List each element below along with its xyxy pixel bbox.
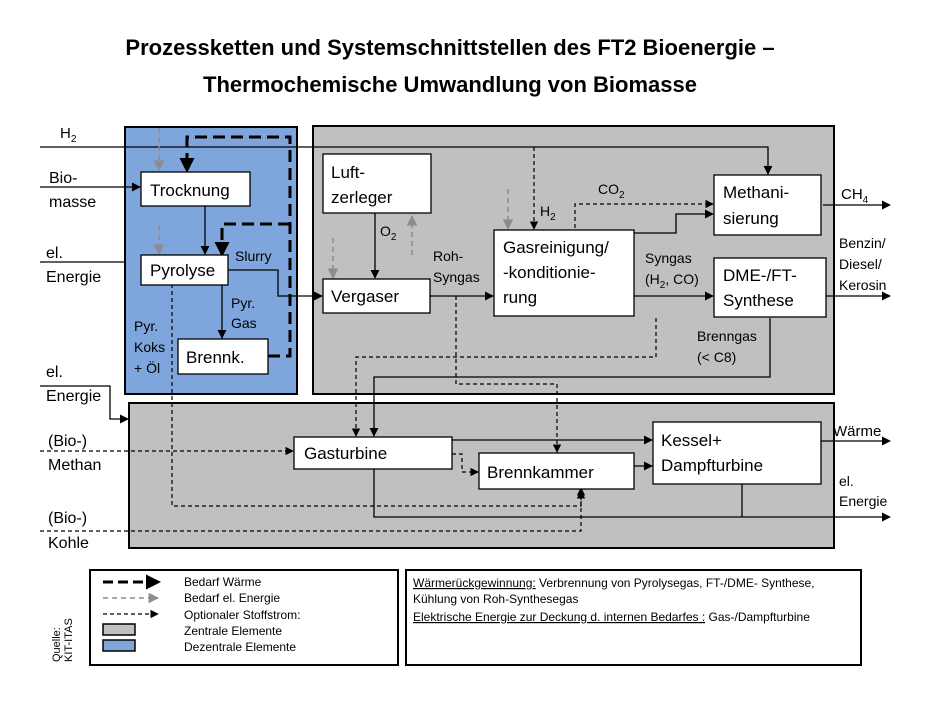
legend-box	[89, 569, 399, 666]
kessel-label-2: Dampfturbine	[661, 456, 763, 475]
el-energie-label-1b: Energie	[46, 269, 101, 286]
dme-ft-synthese-box	[713, 257, 827, 318]
gasreinigung-label-2: -konditionie-	[503, 263, 596, 282]
bio-methan-label-2: Methan	[48, 457, 101, 474]
syngas-label-2: (H2, CO)	[645, 271, 699, 291]
luftzerleger-box	[322, 153, 432, 214]
h2-mid-label: H2	[540, 203, 556, 223]
brennkammer-box	[478, 452, 635, 490]
svg-text:KIT-ITAS: KIT-ITAS	[63, 618, 75, 662]
bio-kohle-label-1: (Bio-)	[48, 510, 87, 527]
legend-heat-label: Bedarf Wärme	[184, 575, 262, 589]
vergaser-box	[322, 278, 431, 314]
benzin-label-2: Diesel/	[839, 256, 882, 272]
slurry-label: Slurry	[235, 248, 272, 264]
kessel-dampfturbine-box	[652, 421, 822, 485]
el-energie-out-label-1: el.	[839, 473, 854, 489]
gasreinigung-label-1: Gasreinigung/	[503, 238, 609, 257]
pyrolyse-box	[140, 254, 229, 286]
brennkammer-label: Brennkammer	[487, 463, 594, 482]
notes-line-1: Wärmerückgewinnung: Verbrennung von Pyro…	[413, 576, 815, 590]
methanisierung-label-2: sierung	[723, 209, 779, 228]
pyr-gas-label-2: Gas	[231, 315, 257, 331]
brennk-box	[177, 338, 269, 375]
gasturbine-box	[293, 436, 453, 470]
pyr-koks-label-2: Koks	[134, 339, 165, 355]
brenngas-label-2: (< C8)	[697, 349, 736, 365]
vergaser-label: Vergaser	[331, 287, 399, 306]
co2-label: CO2	[598, 181, 625, 201]
flow-lines	[40, 146, 891, 522]
waerme-label: Wärme	[833, 423, 881, 440]
el-energie-label-2b: Energie	[46, 388, 101, 405]
synthese-label-1: DME-/FT-	[723, 266, 797, 285]
roh-syngas-label-2: Syngas	[433, 269, 480, 285]
methanisierung-label-1: Methani-	[723, 183, 789, 202]
svg-text:Quelle:: Quelle:	[51, 627, 63, 662]
brennk-label: Brennk.	[186, 348, 245, 367]
roh-syngas-label-1: Roh-	[433, 248, 464, 264]
legend-central-label: Zentrale Elemente	[184, 624, 282, 638]
luftzerleger-label-1: Luft-	[331, 163, 365, 182]
notes-box	[405, 569, 862, 666]
title-line-1: Prozessketten und Systemschnittstellen d…	[125, 35, 774, 60]
benzin-label-3: Kerosin	[839, 277, 886, 293]
gasreinigung-label-3: rung	[503, 288, 537, 307]
bio-methan-label-1: (Bio-)	[48, 433, 87, 450]
ch4-label: CH4	[841, 186, 869, 206]
syngas-label-1: Syngas	[645, 250, 692, 266]
o2-label: O2	[380, 223, 397, 243]
legend-decentral-label: Dezentrale Elemente	[184, 640, 296, 654]
luftzerleger-label-2: zerleger	[331, 188, 393, 207]
pyr-koks-label-1: Pyr.	[134, 318, 158, 334]
biomasse-label-2: masse	[49, 194, 96, 211]
legend: Bedarf Wärme Bedarf el. Energie Optional…	[102, 574, 301, 654]
benzin-label-1: Benzin/	[839, 235, 886, 251]
el-energie-label-2a: el.	[46, 364, 63, 381]
heat-demand-lines	[179, 135, 292, 358]
el-energie-out-label-2: Energie	[839, 493, 887, 509]
methanisierung-box	[713, 174, 822, 236]
notes: Wärmerückgewinnung: Verbrennung von Pyro…	[413, 576, 815, 624]
brenngas-label-1: Brenngas	[697, 328, 757, 344]
gasreinigung-box	[493, 229, 635, 317]
synthese-label-2: Synthese	[723, 291, 794, 310]
legend-optional-label: Optionaler Stoffstrom:	[184, 608, 301, 622]
bio-kohle-label-2: Kohle	[48, 535, 89, 552]
gasturbine-label: Gasturbine	[304, 444, 387, 463]
biomasse-label-1: Bio-	[49, 170, 77, 187]
legend-central-swatch	[102, 623, 136, 636]
pyrolyse-label: Pyrolyse	[150, 261, 215, 280]
notes-line-2: Kühlung von Roh-Synthesegas	[413, 592, 578, 606]
trocknung-box	[140, 171, 251, 207]
electricity-demand-lines	[153, 128, 514, 280]
el-energie-label-1a: el.	[46, 245, 63, 262]
optional-flow-lines	[40, 147, 714, 532]
notes-line-3: Elektrische Energie zur Deckung d. inter…	[413, 610, 810, 624]
kessel-label-1: Kessel+	[661, 431, 722, 450]
h2-top-label: H2	[60, 125, 77, 145]
pyr-gas-label-1: Pyr.	[231, 295, 255, 311]
trocknung-label: Trocknung	[150, 181, 230, 200]
legend-decentral-swatch	[102, 639, 136, 652]
title-line-2: Thermochemische Umwandlung von Biomasse	[203, 72, 697, 97]
source-label: Quelle: KIT-ITAS	[51, 618, 75, 662]
pyr-koks-label-3: + Öl	[134, 359, 160, 376]
legend-electricity-label: Bedarf el. Energie	[184, 591, 280, 605]
